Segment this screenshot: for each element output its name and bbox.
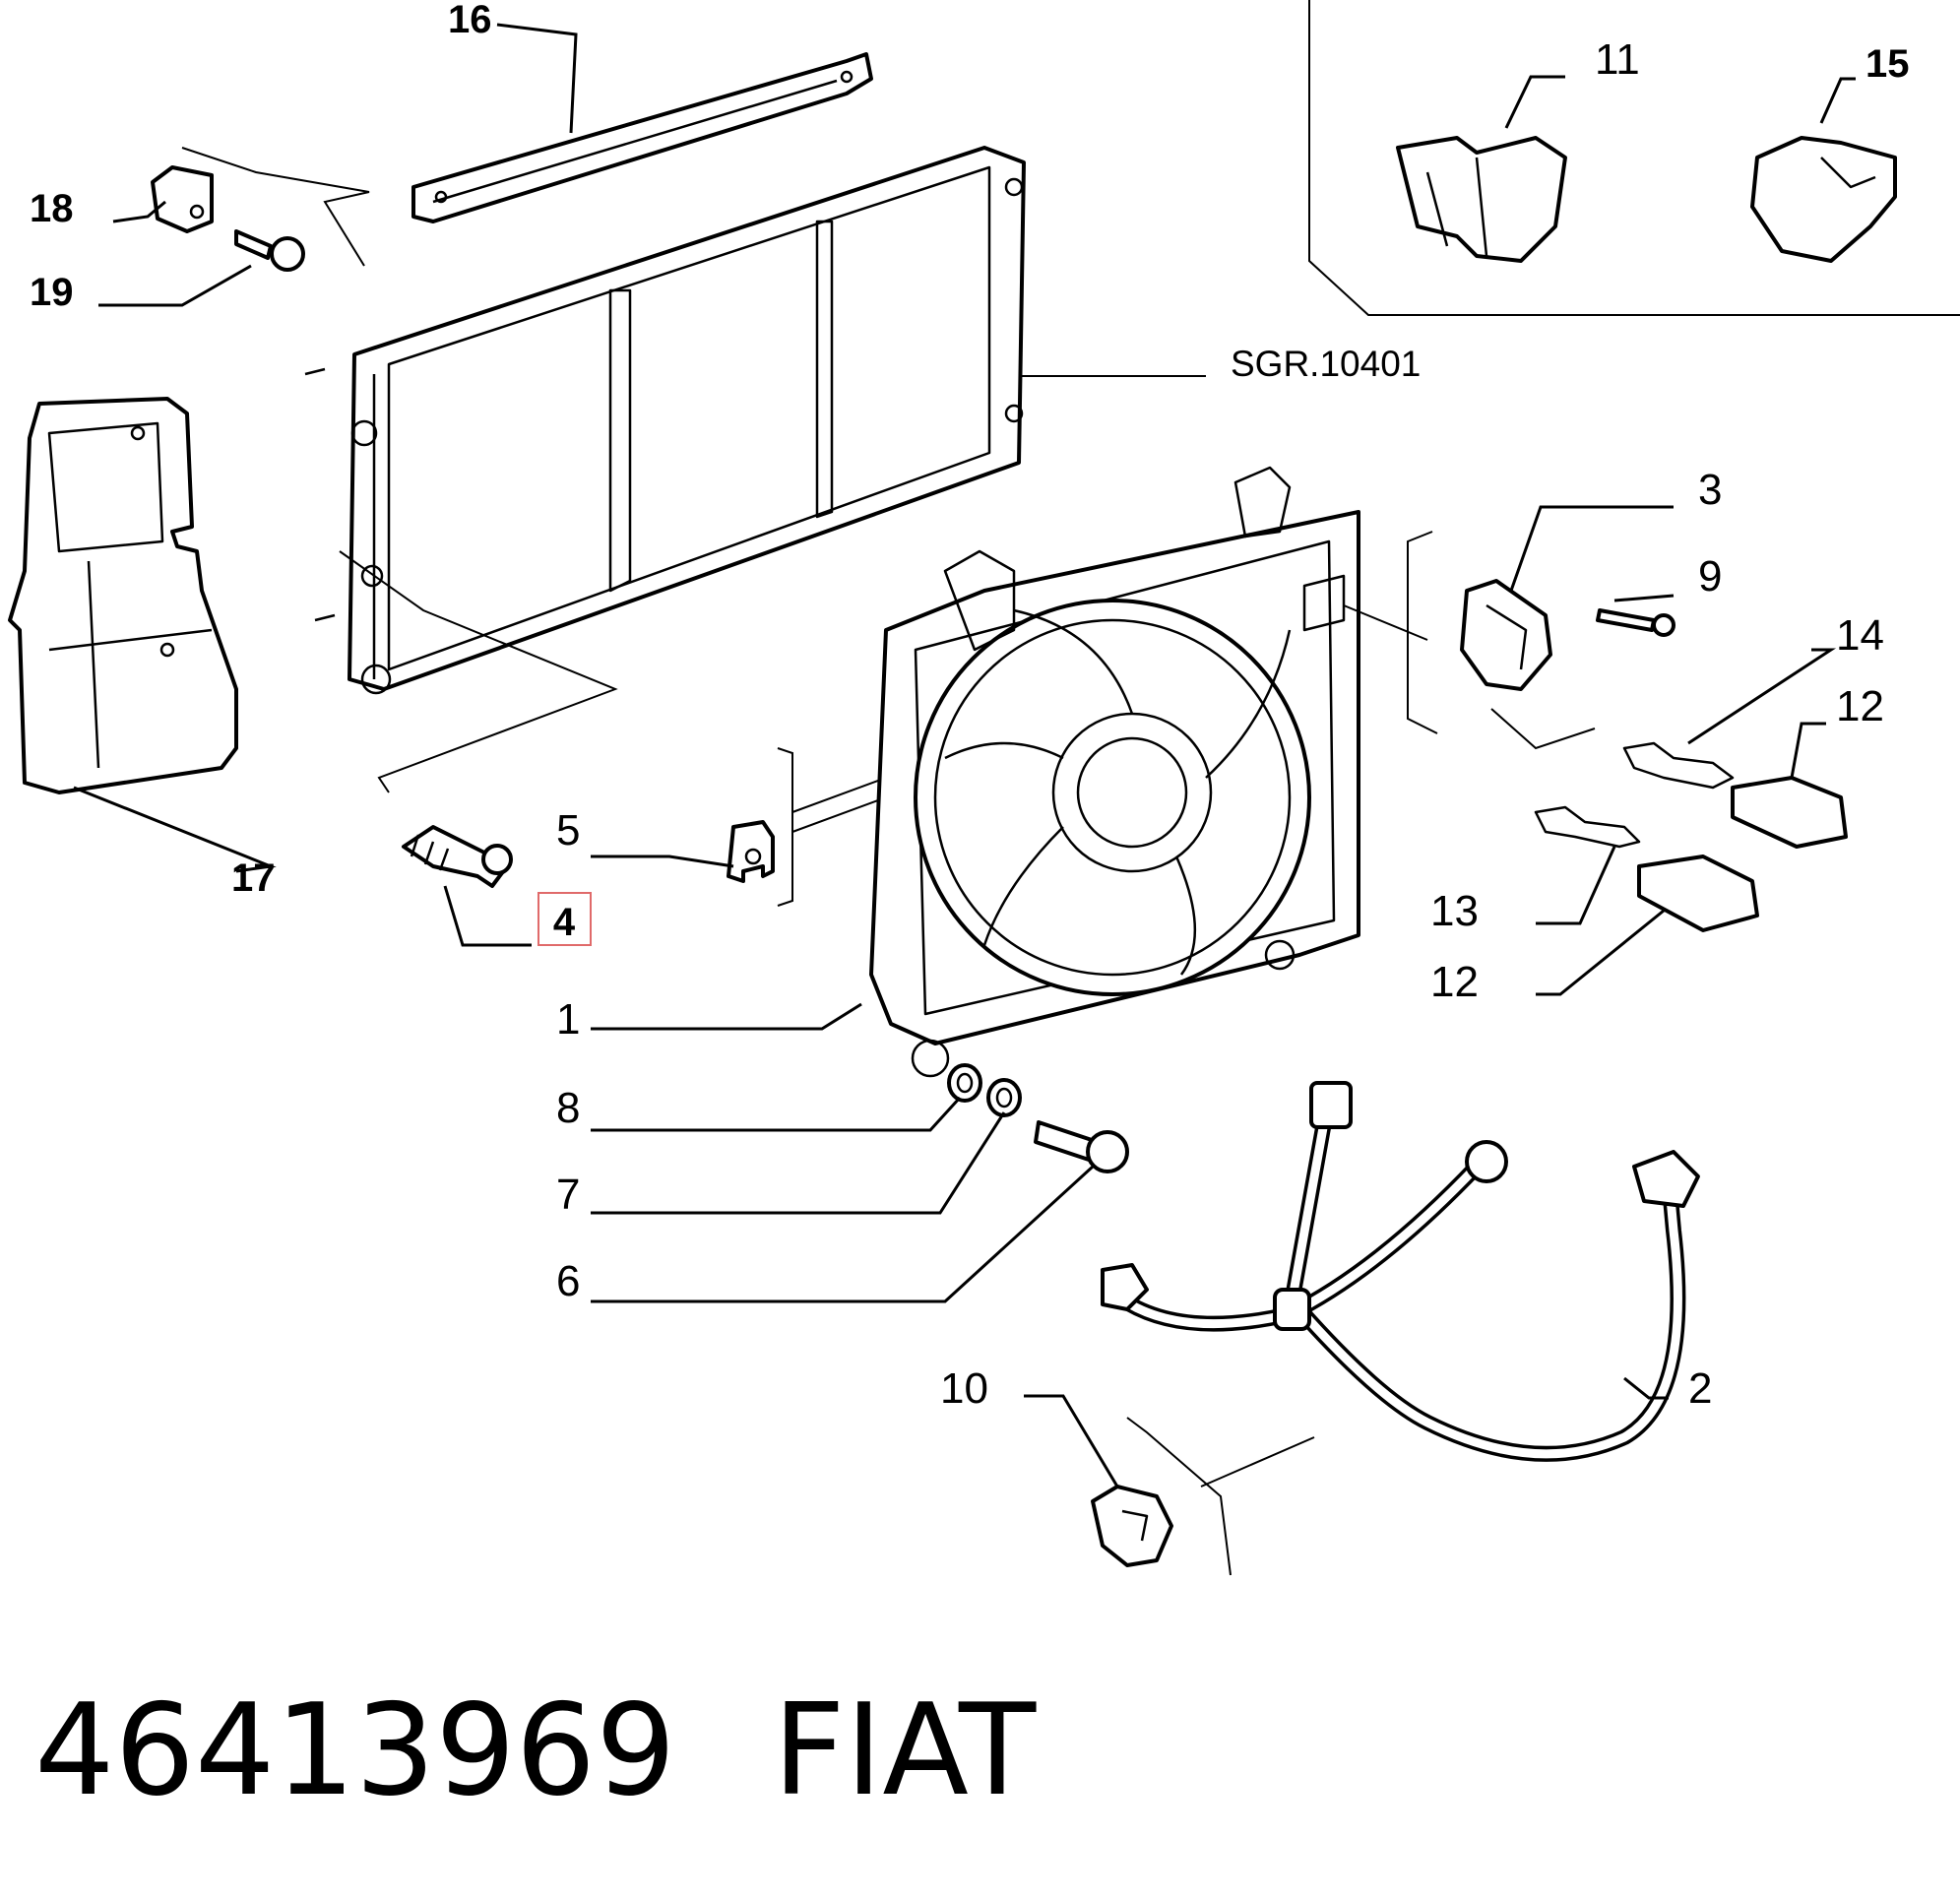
bracket-10 (1126, 1417, 1315, 1576)
callout-2: 2 (1688, 1364, 1712, 1413)
part-17-side-panel (8, 397, 238, 794)
leader-lines (73, 23, 1856, 1488)
callout-12-lower: 12 (1430, 958, 1479, 1006)
callout-17: 17 (231, 856, 276, 900)
bracket-5 (777, 747, 887, 907)
part-7-washer (986, 1078, 1022, 1117)
callout-18: 18 (30, 187, 74, 230)
part-12-connector-upper (1731, 776, 1848, 849)
part-15-clip (1750, 136, 1897, 263)
part-18-nut (151, 165, 214, 233)
part-14-terminal (1622, 741, 1735, 790)
callout-5: 5 (556, 806, 580, 855)
bracket-3 (1343, 531, 1596, 750)
callout-1: 1 (556, 995, 580, 1044)
bracket-18-19 (181, 147, 370, 267)
callout-19: 19 (30, 271, 74, 314)
part-3-resistor (1460, 579, 1552, 691)
part-1-fan-assembly (869, 466, 1360, 1078)
callout-10: 10 (940, 1364, 988, 1413)
callout-3: 3 (1698, 466, 1722, 514)
callout-4-highlighted: 4 (537, 892, 592, 946)
callout-15: 15 (1865, 42, 1910, 86)
radiator (304, 146, 1026, 695)
part-5-bracket (727, 820, 775, 883)
part-9-screw (1596, 608, 1675, 637)
callout-8: 8 (556, 1084, 580, 1132)
inset-frame (1308, 0, 1960, 316)
callout-14: 14 (1836, 611, 1884, 660)
callout-labels: 16 18 19 17 11 15 3 9 14 12 13 12 5 1 8 … (30, 0, 1910, 1413)
part-8-washer (947, 1063, 982, 1103)
part-number: 46413969 (34, 1678, 676, 1824)
callout-6: 6 (556, 1257, 580, 1305)
part-11-clip (1396, 136, 1567, 263)
part-13-terminal (1534, 805, 1641, 849)
part-6-bolt (1034, 1120, 1129, 1173)
part-10-clip (1091, 1485, 1173, 1567)
highlight-box (537, 892, 592, 946)
bracket-4 (339, 550, 618, 793)
callout-12-upper: 12 (1836, 682, 1884, 730)
part-12-connector-lower (1637, 855, 1759, 932)
callout-4: 4 (553, 901, 576, 944)
callout-13: 13 (1430, 887, 1479, 935)
reference-label: SGR.10401 (1231, 344, 1421, 384)
callout-11: 11 (1595, 35, 1640, 84)
part-16-bracket-bar (411, 52, 873, 223)
brand-name: FIAT (773, 1678, 1037, 1824)
callout-9: 9 (1698, 552, 1722, 601)
callout-16: 16 (448, 0, 492, 41)
part-2-wiring-harness (1101, 1081, 1700, 1462)
callout-7: 7 (556, 1171, 580, 1219)
part-4-thermal-switch (402, 825, 513, 888)
part-19-screw (234, 229, 305, 272)
